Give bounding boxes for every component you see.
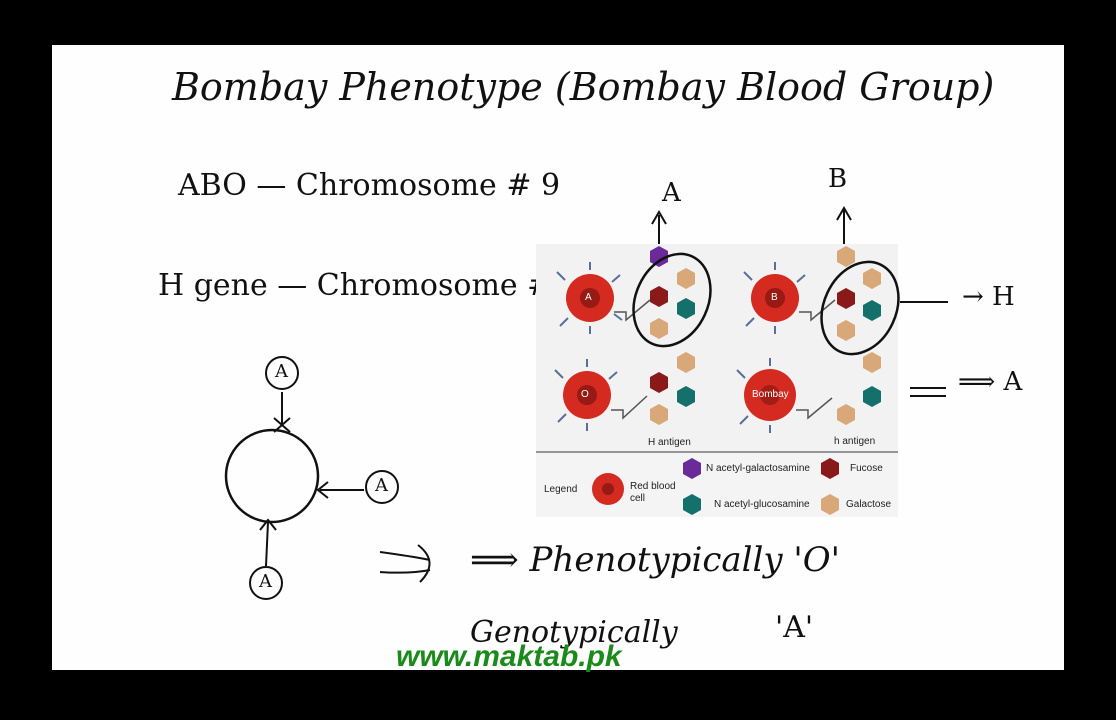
rbc-o <box>563 371 611 419</box>
legend-title: Legend <box>544 484 578 495</box>
legend-rbc: Red blood cell <box>630 481 676 504</box>
circle-mark-top: A <box>275 361 288 382</box>
h-gene-chromosome-note: H gene — Chromosome # 19 <box>158 268 601 303</box>
cell-label-b: B <box>771 292 778 303</box>
h-antigen-label-bombay: h antigen <box>834 436 876 447</box>
arrow-label-a-right: ⟹ A <box>958 367 1023 397</box>
cell-label-a: A <box>585 292 592 303</box>
watermark: www.maktab.pk <box>396 640 622 673</box>
circle-mark-bottom: A <box>259 571 272 592</box>
genotype-note: Genotypically <box>470 615 678 650</box>
cell-label-bombay: Bombay <box>752 389 789 400</box>
legend-galnac: N acetyl-galactosamine <box>706 463 810 474</box>
abo-chromosome-note: ABO — Chromosome # 9 <box>178 168 561 203</box>
rbc-a <box>566 274 614 322</box>
arrow-label-a: A <box>662 178 681 208</box>
circle-mark-right: A <box>375 475 388 496</box>
genotype-value: 'A' <box>775 610 814 645</box>
rbc-bombay <box>744 369 796 421</box>
cell-label-o: O <box>581 389 589 400</box>
arrow-label-h: → H <box>962 282 1015 312</box>
arrow-label-b: B <box>828 164 848 194</box>
legend-fucose: Fucose <box>850 463 883 474</box>
phenotype-note: ⟹ Phenotypically 'O' <box>470 540 840 580</box>
page-title: Bombay Phenotype (Bombay Blood Group) <box>172 65 995 109</box>
legend-galactose: Galactose <box>846 499 892 510</box>
rbc-b <box>751 274 799 322</box>
legend-glcnac: N acetyl-glucosamine <box>714 499 810 510</box>
h-antigen-label: H antigen <box>648 437 691 448</box>
